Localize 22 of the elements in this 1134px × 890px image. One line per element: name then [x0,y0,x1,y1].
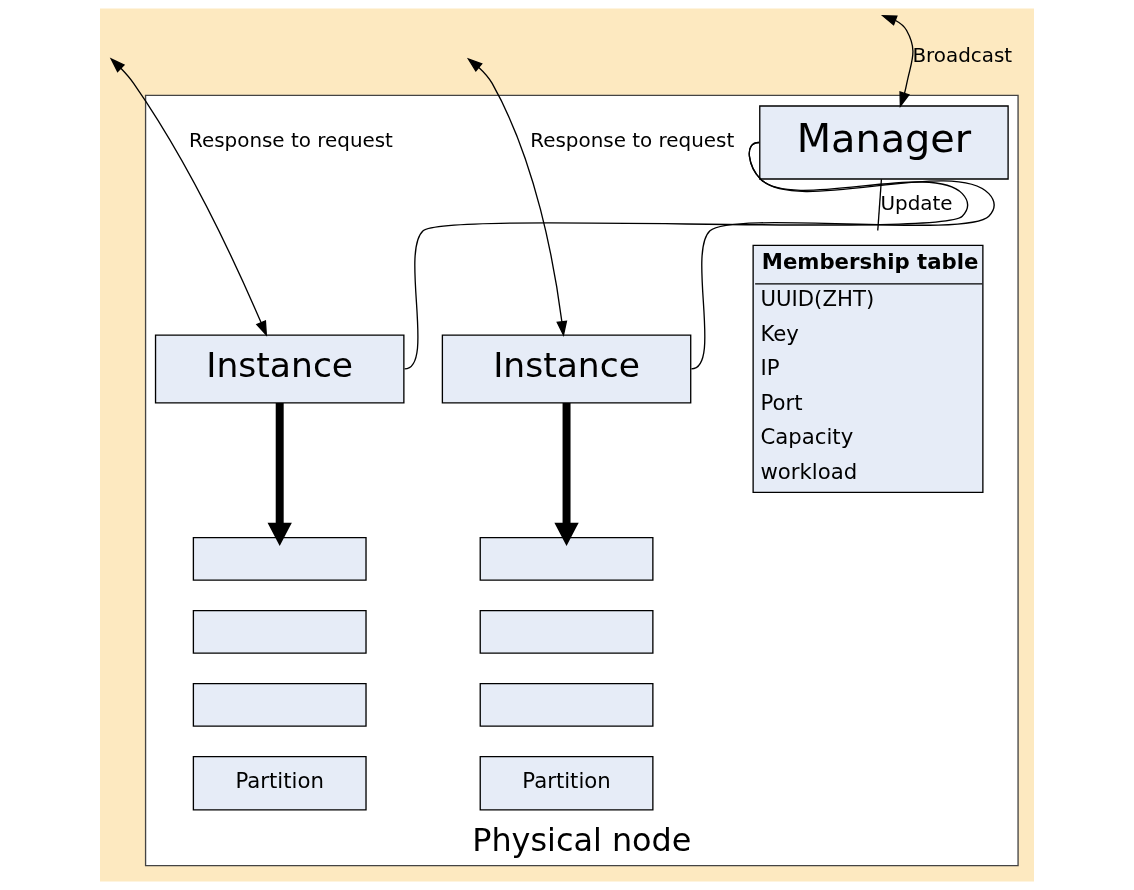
edge-label: Response to request [530,129,735,153]
connector [690,141,995,370]
arrow [880,15,914,108]
node-box [479,536,654,581]
connector [877,178,883,232]
arrow [267,402,292,546]
node-box [479,609,654,654]
node-box: Instance [441,334,692,404]
edge-label: Update [880,191,953,215]
edge-label: Response to request [189,129,393,153]
node-box: Partition [479,756,654,811]
node-box [192,609,367,654]
arrow [109,57,268,337]
arrow [554,402,579,546]
node-box: Partition [192,756,367,811]
node-box [479,683,654,727]
node-box: Instance [154,334,405,404]
node-box [192,683,367,727]
arrow [466,57,568,337]
edge-label: Broadcast [912,44,1013,68]
node-box: Manager [759,105,1009,180]
node-box [192,536,367,581]
